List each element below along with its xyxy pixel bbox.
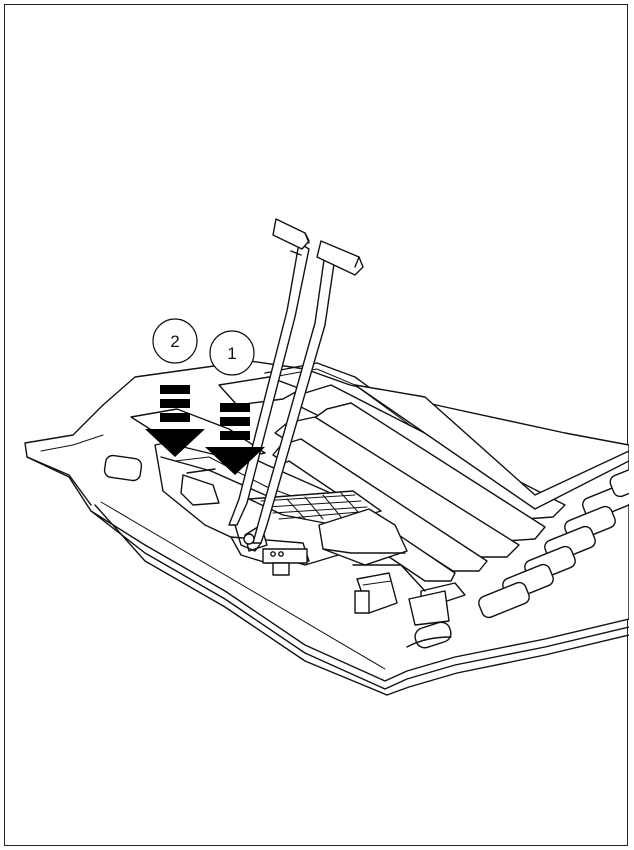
callout-1: 1	[209, 330, 255, 376]
handle-lever-icon	[228, 218, 364, 552]
raised-platform	[354, 384, 629, 510]
callout-1-label: 1	[227, 344, 236, 363]
pressing-down-arrow-icon	[145, 385, 205, 457]
figure-frame: 2 1	[4, 4, 629, 846]
installation-diagram: 2 1	[24, 218, 629, 696]
pressing-down-arrow-icon	[205, 403, 265, 475]
callout-2-label: 2	[170, 332, 179, 351]
tray-pockets	[103, 454, 629, 649]
callout-2: 2	[152, 318, 198, 364]
